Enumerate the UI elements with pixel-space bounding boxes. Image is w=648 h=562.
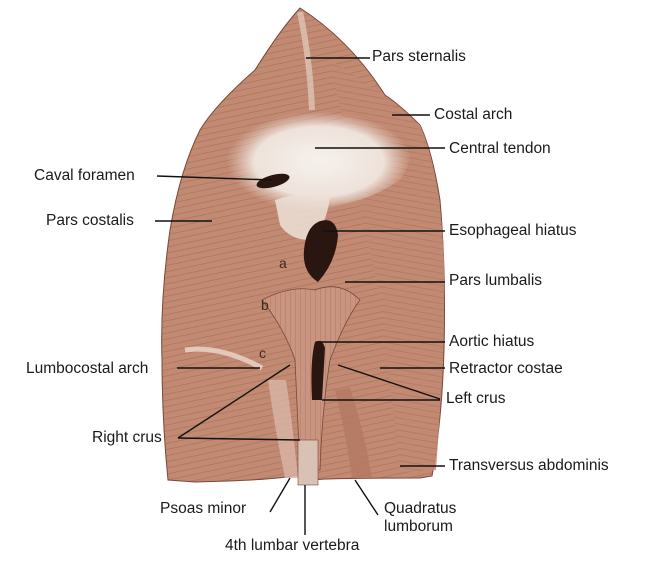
label-costal-arch: Costal arch: [434, 106, 513, 123]
label-retractor-costae: Retractor costae: [449, 360, 563, 377]
aortic-hiatus-hole: [311, 340, 325, 400]
leader-right-crus-1: [177, 364, 291, 439]
leader-caval-foramen: [156, 175, 273, 181]
label-left-crus: Left crus: [446, 390, 506, 407]
region-letter-a: a: [279, 255, 287, 271]
region-letter-c: c: [259, 345, 266, 361]
caval-foramen-hole: [256, 173, 290, 189]
label-right-crus: Right crus: [92, 429, 162, 446]
label-lumbocostal-arch: Lumbocostal arch: [26, 360, 149, 377]
label-aortic-hiatus: Aortic hiatus: [449, 333, 535, 350]
label-fourth-lumbar-vertebra: 4th lumbar vertebra: [225, 537, 360, 554]
crus-region: [261, 286, 361, 471]
label-psoas-minor: Psoas minor: [160, 500, 247, 517]
esophageal-hiatus-hole: [303, 220, 338, 282]
leader-quadratus-lumborum: [354, 479, 379, 516]
lumbar-vertebra-stub: [297, 439, 319, 486]
region-letter-b: b: [261, 297, 269, 313]
label-esophageal-hiatus: Esophageal hiatus: [449, 222, 577, 239]
label-caval-foramen: Caval foramen: [34, 167, 135, 184]
label-central-tendon: Central tendon: [449, 140, 551, 157]
lumbocostal-band: [184, 346, 264, 371]
sternal-streak: [297, 11, 315, 111]
label-pars-lumbalis: Pars lumbalis: [449, 272, 543, 289]
label-transversus-abdominis: Transversus abdominis: [449, 457, 609, 474]
leader-psoas-minor: [269, 477, 291, 513]
label-quadratus-line2: lumborum: [384, 518, 453, 535]
leader-left-crus-1: [337, 364, 441, 400]
leader-right-crus-2: [177, 437, 301, 441]
quadratus-band: [335, 388, 372, 478]
label-pars-costalis: Pars costalis: [46, 212, 134, 229]
psoas-band: [268, 380, 298, 478]
leader-lines: [155, 57, 445, 535]
label-quadratus-line1: Quadratus: [384, 500, 457, 517]
label-pars-sternalis: Pars sternalis: [372, 48, 466, 65]
